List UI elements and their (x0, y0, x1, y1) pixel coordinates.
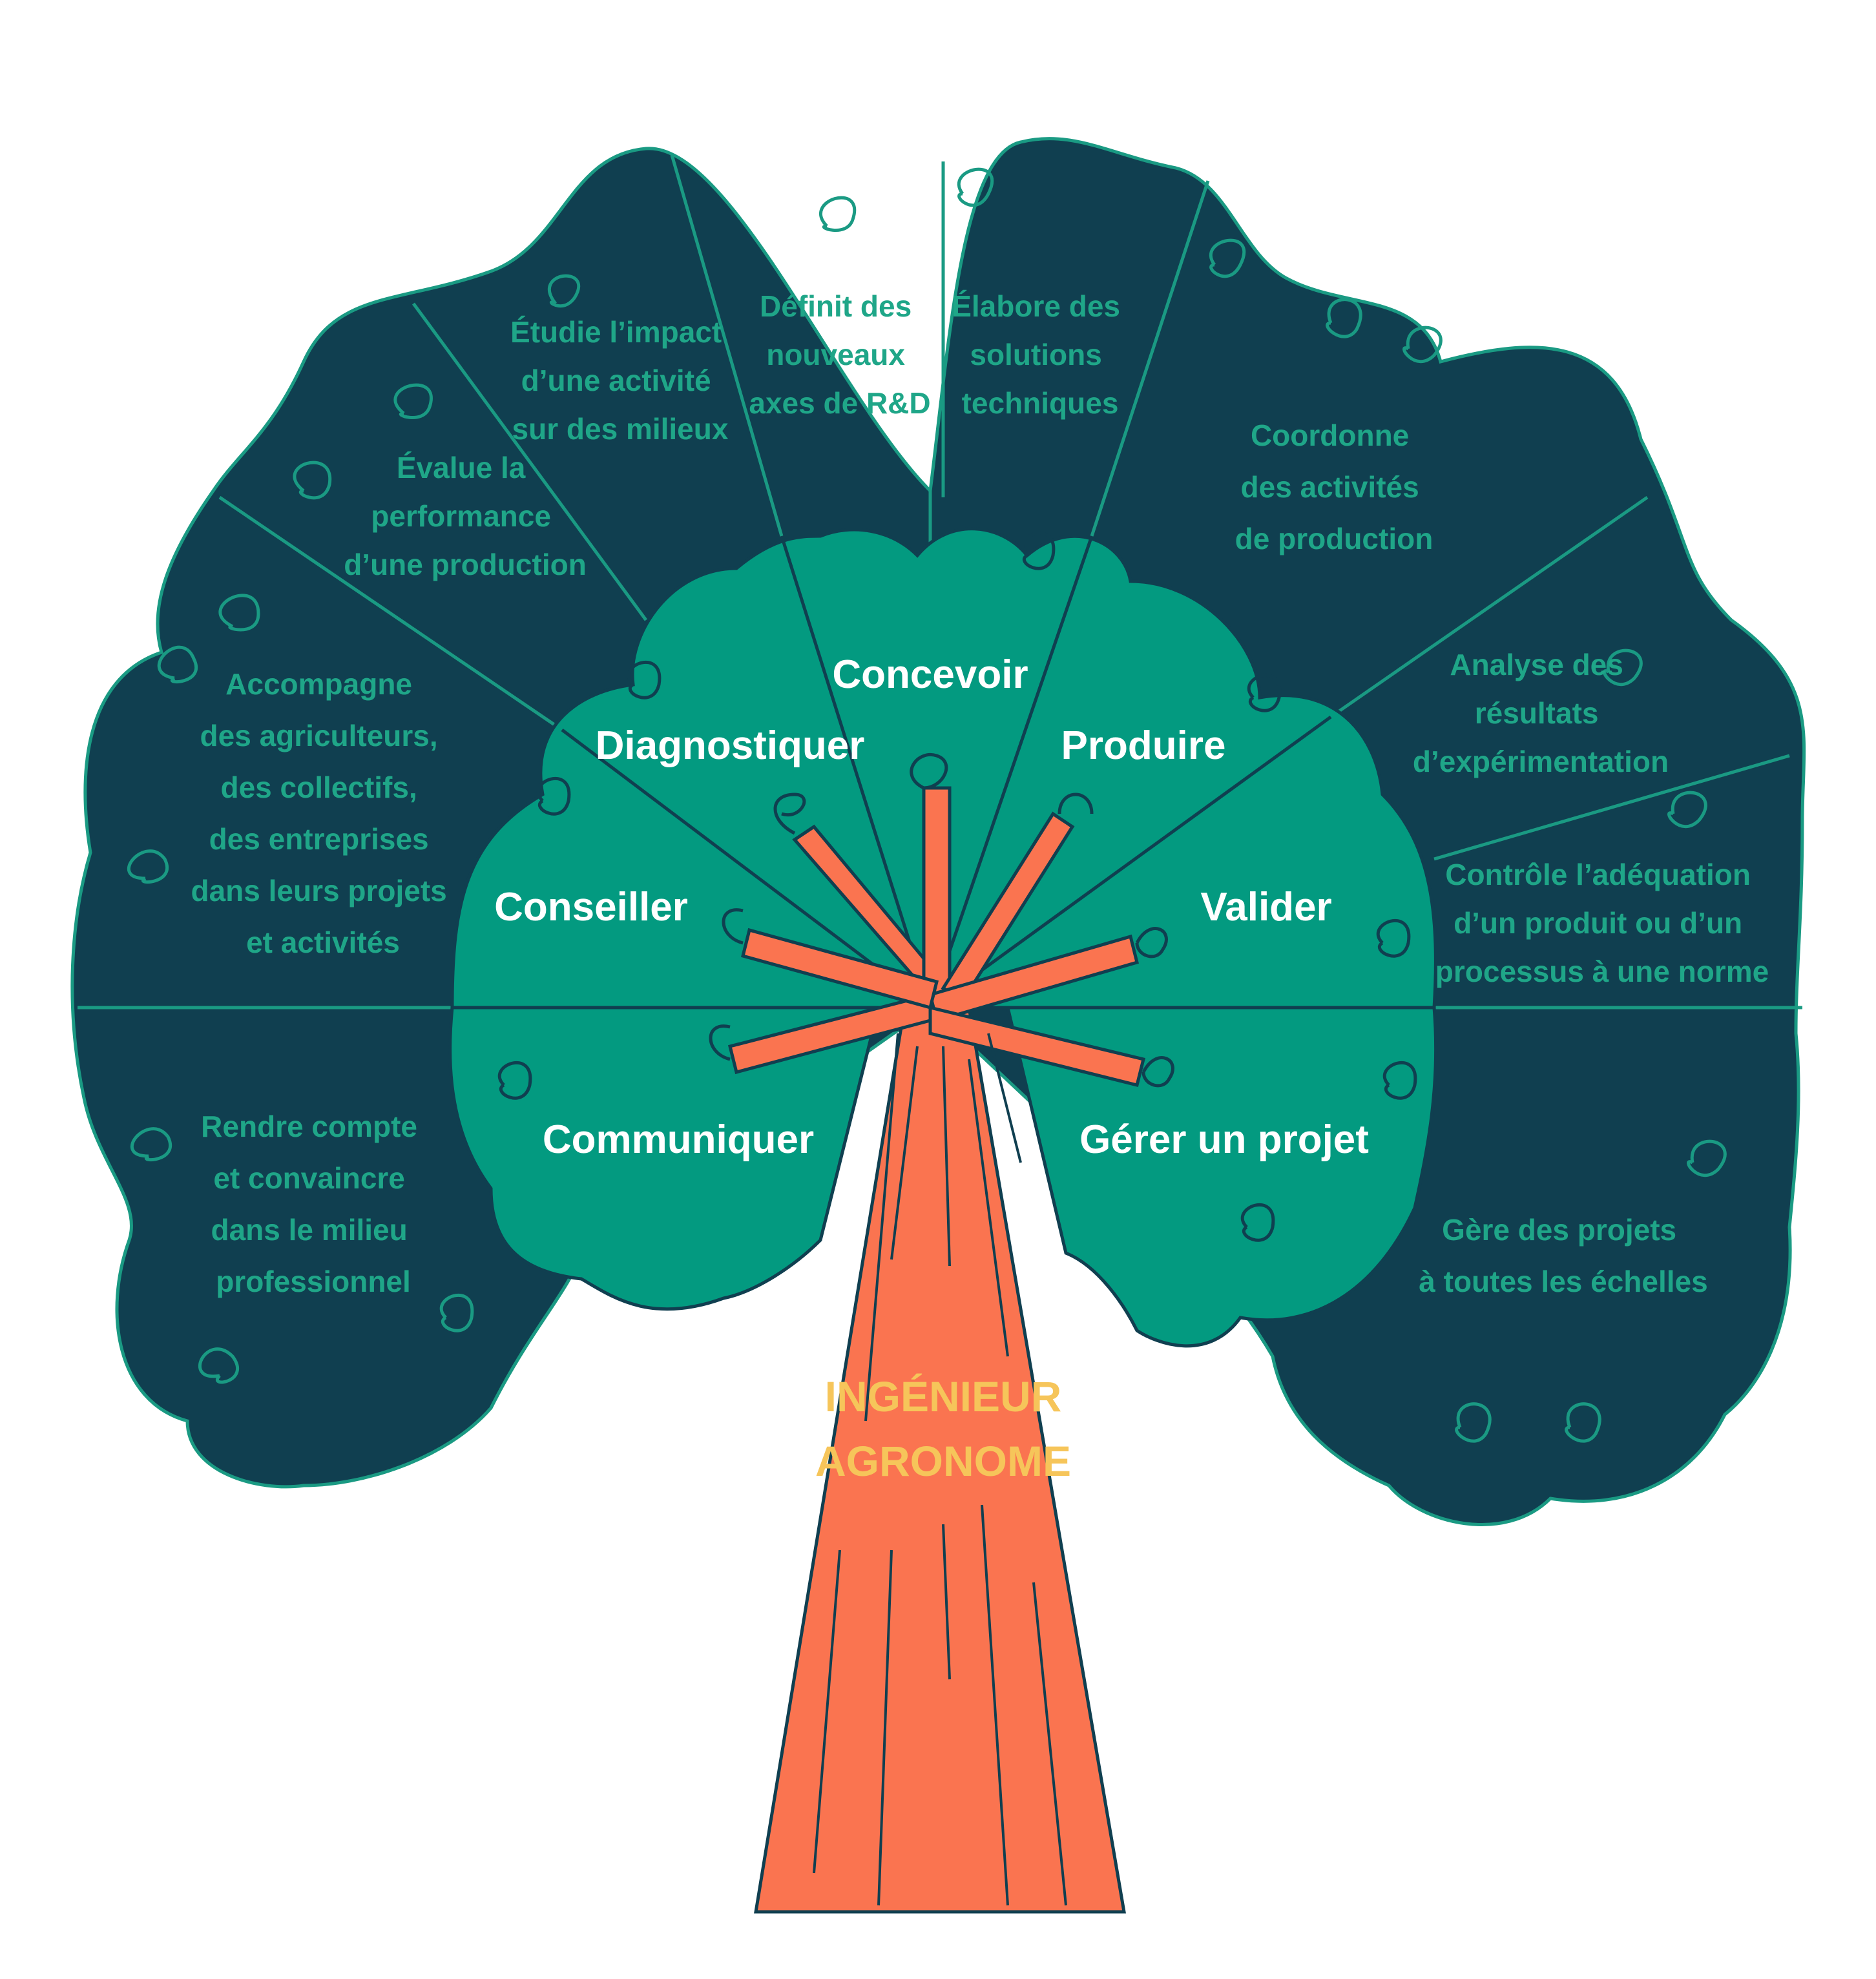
label-valider: Valider (1200, 885, 1331, 929)
desc-diagnostiquer: Évalue la performance d’une production (344, 451, 587, 581)
inner-dividers (452, 535, 1434, 1010)
label-communiquer: Communiquer (543, 1117, 814, 1162)
outer-loops (127, 167, 1727, 1443)
desc-diagnostiquer-2: Étudie l’impact d’une activité sur des m… (510, 315, 730, 446)
label-conseiller: Conseiller (494, 885, 688, 929)
desc-communiquer: Rendre compte et convaincre dans le mili… (201, 1110, 426, 1298)
branch-curls (709, 753, 1174, 1088)
trunk-title: INGÉNIEUR AGRONOME (815, 1373, 1071, 1485)
desc-valider: Analyse des résultats d’expérimentation (1413, 648, 1669, 778)
outer-dividers (78, 154, 1802, 1010)
inner-labels: Conseiller Diagnostiquer Concevoir Produ… (494, 652, 1369, 1162)
label-gerer: Gérer un projet (1079, 1117, 1369, 1162)
desc-concevoir-2: Élabore des solutions techniques (952, 289, 1129, 420)
desc-concevoir: Définit des nouveaux axes de R&D (749, 289, 930, 420)
outer-descriptions: Accompagne des agriculteurs, des collect… (191, 289, 1769, 1298)
bark-lines (813, 1033, 1067, 1906)
title-line-1: INGÉNIEUR (825, 1373, 1062, 1420)
label-diagnostiquer: Diagnostiquer (596, 723, 865, 768)
label-concevoir: Concevoir (832, 652, 1028, 697)
desc-produire: Coordonne des activités de production (1235, 419, 1433, 555)
title-line-2: AGRONOME (815, 1437, 1071, 1485)
desc-gerer: Gère des projets à toutes les échelles (1419, 1213, 1707, 1298)
label-produire: Produire (1061, 723, 1226, 768)
desc-valider-2: Contrôle l’adéquation d’un produit ou d’… (1435, 858, 1769, 988)
inner-loops (497, 531, 1417, 1242)
trunk (709, 753, 1174, 1914)
desc-conseiller: Accompagne des agriculteurs, des collect… (191, 667, 455, 959)
branches (727, 786, 1146, 1088)
